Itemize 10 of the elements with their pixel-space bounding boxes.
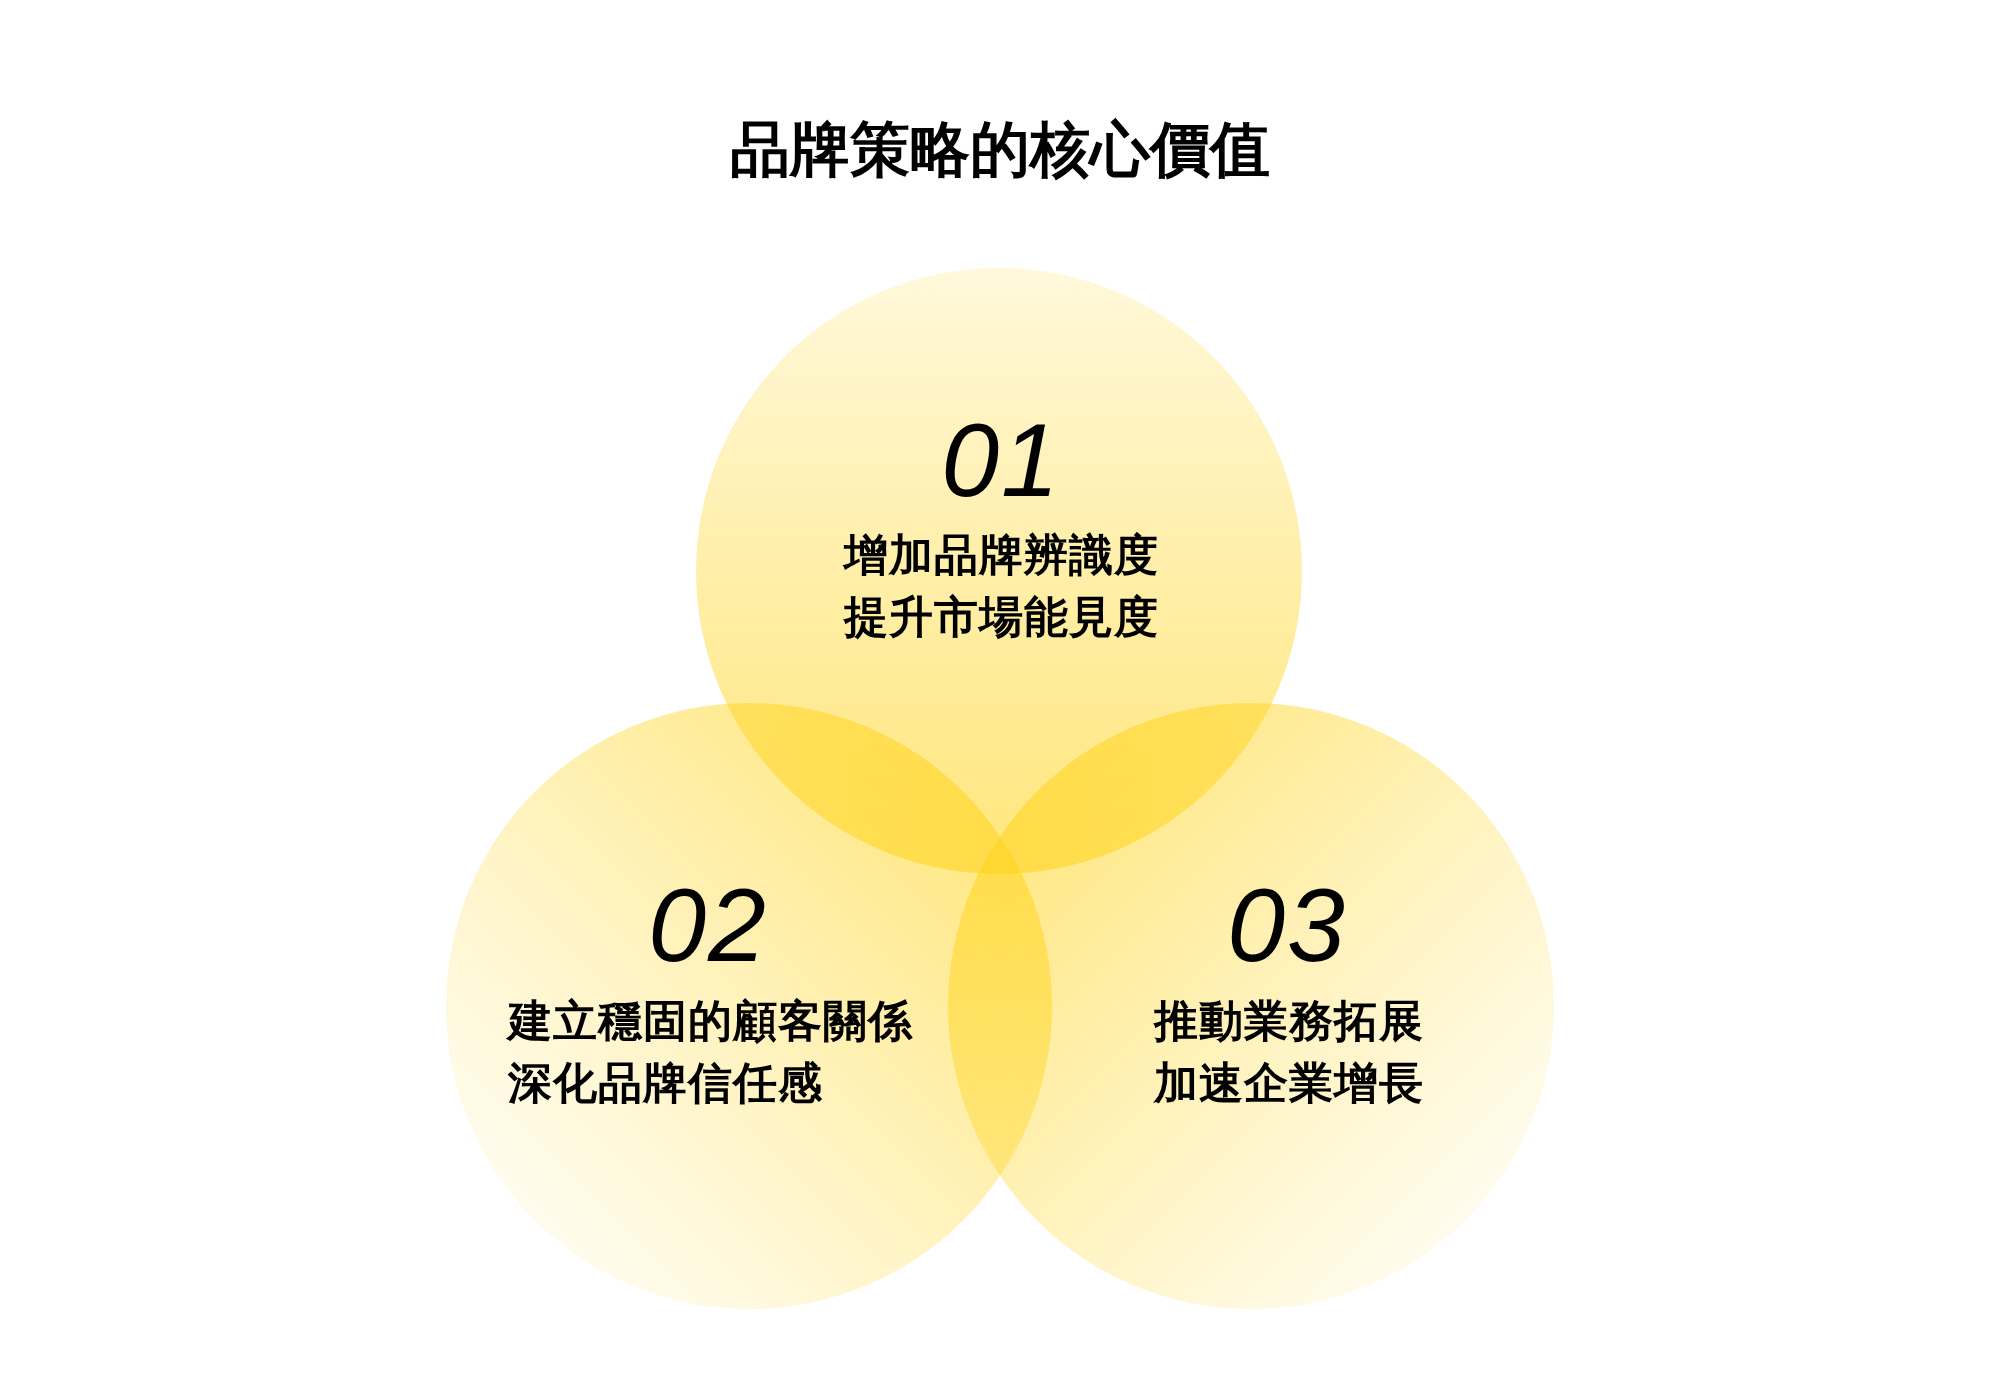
step-number: 02 (648, 873, 768, 977)
value-statement: 加速企業增長 (1154, 1057, 1424, 1109)
value-statement: 推動業務拓展 (1154, 995, 1424, 1047)
diagram-title: 品牌策略的核心價值 (730, 115, 1270, 185)
value-statement: 建立穩固的顧客關係 (508, 995, 913, 1047)
value-statement: 提升市場能見度 (843, 591, 1159, 643)
value-statement: 深化品牌信任感 (508, 1057, 823, 1109)
step-number: 01 (941, 408, 1061, 512)
step-number: 03 (1227, 873, 1347, 977)
value-statement: 增加品牌辨識度 (843, 529, 1159, 581)
